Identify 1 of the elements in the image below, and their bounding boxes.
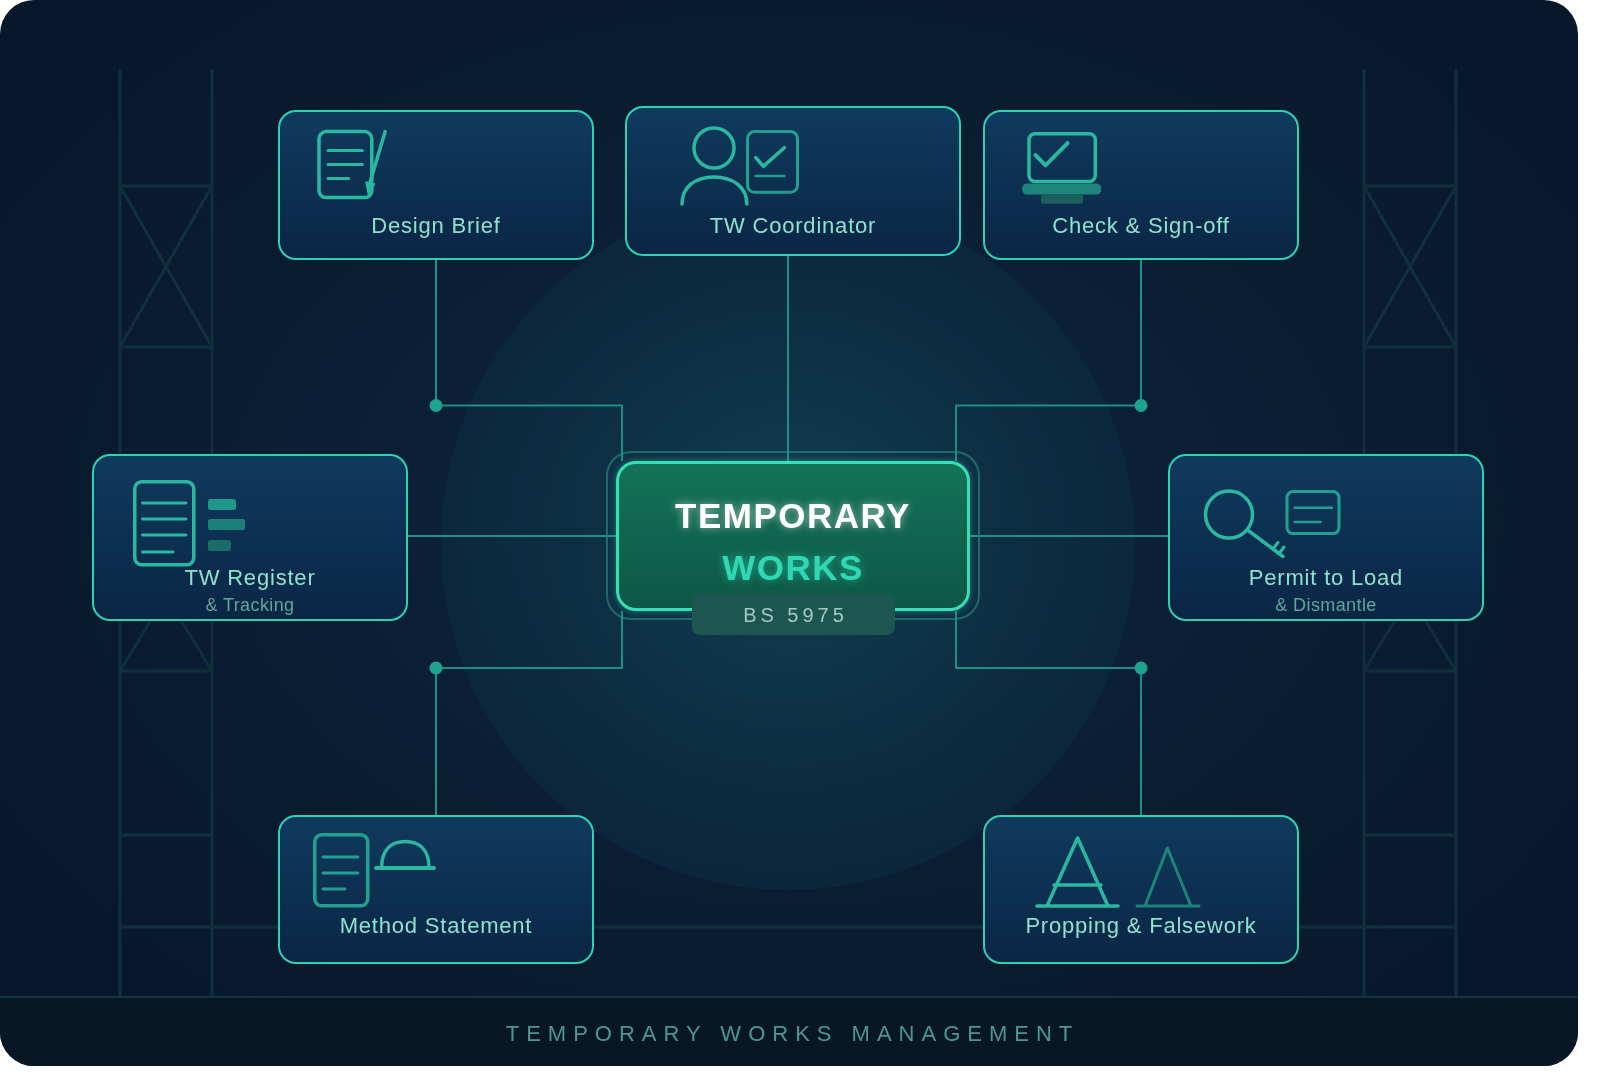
footer-text: TEMPORARY WORKS MANAGEMENT bbox=[505, 1021, 1080, 1047]
